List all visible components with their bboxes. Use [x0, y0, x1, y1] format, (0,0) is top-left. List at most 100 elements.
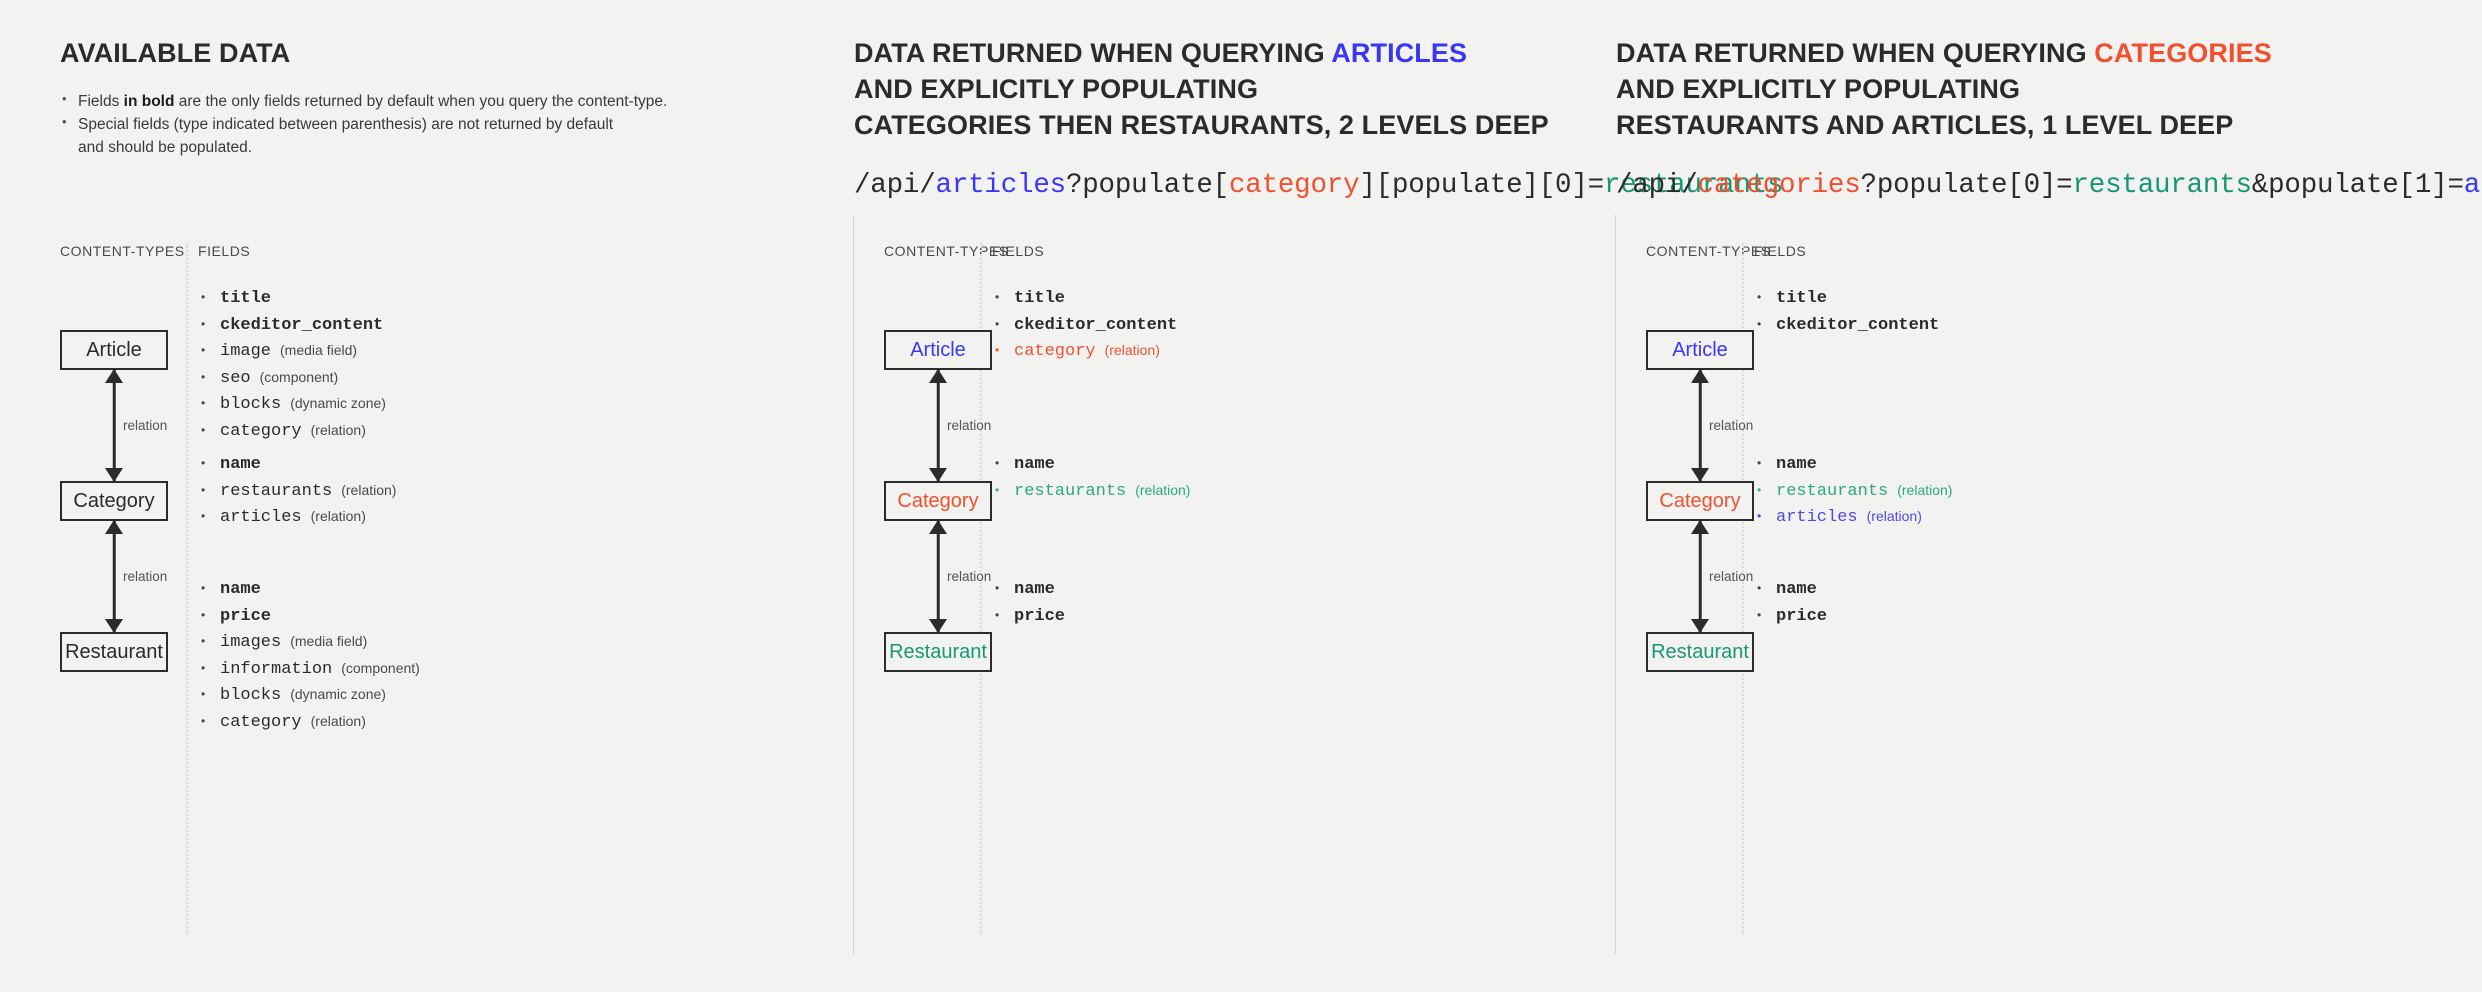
- connector-line: [936, 521, 940, 632]
- field-name: image: [220, 342, 272, 361]
- content-type-box-category[interactable]: Category: [60, 481, 168, 521]
- panel-title-line: CATEGORIES THEN RESTAURANTS, 2 LEVELS DE…: [854, 108, 1783, 144]
- field-type: (dynamic zone): [290, 686, 386, 702]
- code-token: category: [1228, 169, 1360, 201]
- field-list: nameprice images (media field) information(…: [198, 576, 420, 735]
- connector-label: relation: [1709, 569, 1754, 584]
- field-item: information(component): [198, 656, 420, 683]
- connector-label: relation: [123, 569, 168, 584]
- arrowhead-up-icon: [1691, 520, 1709, 534]
- field-list: namerestaurants(relation): [992, 451, 1190, 504]
- field-name: restaurants: [1014, 481, 1127, 501]
- connector-line: [1698, 370, 1702, 481]
- field-group-article: titleckeditor_content: [1754, 285, 1939, 338]
- field-item: price: [1754, 603, 1827, 630]
- arrowhead-down-icon: [105, 468, 123, 482]
- arrowhead-down-icon: [929, 619, 947, 633]
- caption-content-types: CONTENT-TYPES: [884, 243, 1009, 259]
- field-item: title: [198, 285, 386, 312]
- field-item: restaurants(relation): [1754, 478, 1952, 505]
- relation-connector: relation: [884, 369, 992, 482]
- field-type: (component): [341, 659, 420, 676]
- field-type: (relation): [310, 508, 366, 524]
- field-item: category(relation): [992, 338, 1177, 365]
- field-item: ckeditor_content: [1754, 312, 1939, 339]
- field-name: ckeditor_content: [220, 315, 384, 335]
- arrowhead-down-icon: [1691, 468, 1709, 482]
- field-type: (relation): [310, 712, 366, 729]
- relation-connector: relation: [884, 520, 992, 633]
- content-type-box-restaurant[interactable]: Restaurant: [1646, 632, 1754, 672]
- field-name: ckeditor_content: [1776, 315, 1940, 335]
- title-segment: CATEGORIES: [2094, 38, 2272, 68]
- panel-title: AVAILABLE DATA: [60, 36, 667, 72]
- field-item: price: [198, 603, 420, 630]
- field-item: articles(relation): [1754, 504, 1952, 531]
- relation-connector: relation: [60, 520, 168, 633]
- code-token: ][populate][0]=: [1359, 169, 1604, 201]
- legend-notes: Fields in bold are the only fields retur…: [60, 89, 667, 160]
- field-item: restaurants (relation): [198, 478, 396, 505]
- relation-connector: relation: [1646, 520, 1754, 633]
- relation-connector: relation: [1646, 369, 1754, 482]
- content-type-box-article[interactable]: Article: [884, 330, 992, 370]
- field-group-restaurant: nameprice images (media field) information(…: [198, 576, 420, 735]
- arrowhead-down-icon: [105, 619, 123, 633]
- field-name: title: [220, 289, 272, 308]
- title-segment: AVAILABLE DATA: [60, 38, 291, 68]
- field-group-article: title ckeditor_content image(media field)s…: [198, 285, 386, 444]
- field-name: name: [1776, 455, 1817, 474]
- panel-title-line: AND EXPLICITLY POPULATING: [854, 72, 1783, 108]
- field-type: (relation): [1897, 481, 1953, 498]
- code-token: ?populate[: [1065, 169, 1229, 201]
- relation-connector: relation: [60, 369, 168, 482]
- field-item: seo(component): [198, 365, 386, 392]
- arrowhead-up-icon: [929, 520, 947, 534]
- panel-title: DATA RETURNED WHEN QUERYING CATEGORIES AN…: [1616, 36, 2482, 144]
- field-list: nameprice: [992, 576, 1065, 629]
- caption-content-types: CONTENT-TYPES: [60, 243, 185, 259]
- panel-title-line: DATA RETURNED WHEN QUERYING ARTICLES: [854, 36, 1783, 72]
- caption-content-types: CONTENT-TYPES: [1646, 243, 1771, 259]
- panel-header: DATA RETURNED WHEN QUERYING CATEGORIES AN…: [1616, 36, 2482, 201]
- api-url-code: /api/articles?populate[category][populat…: [854, 170, 1783, 201]
- connector-label: relation: [947, 418, 992, 433]
- panel-title-line: AND EXPLICITLY POPULATING: [1616, 72, 2482, 108]
- field-item: image(media field): [198, 338, 386, 365]
- panel-separator: [1615, 215, 1616, 954]
- field-name: category: [220, 712, 302, 732]
- field-name: articles: [1776, 508, 1858, 527]
- content-type-box-category[interactable]: Category: [884, 481, 992, 521]
- content-type-box-article[interactable]: Article: [1646, 330, 1754, 370]
- connector-label: relation: [947, 569, 992, 584]
- code-token: /api/: [854, 169, 936, 201]
- field-item: title: [992, 285, 1177, 312]
- title-segment: CATEGORIES THEN RESTAURANTS, 2 LEVELS DE…: [854, 109, 1549, 140]
- field-group-restaurant: nameprice: [992, 576, 1065, 629]
- field-item: name: [992, 451, 1190, 478]
- arrowhead-up-icon: [1691, 369, 1709, 383]
- field-type: (media field): [290, 633, 368, 649]
- content-type-box-category[interactable]: Category: [1646, 481, 1754, 521]
- code-token: articles: [935, 169, 1067, 201]
- field-group-restaurant: nameprice: [1754, 576, 1827, 629]
- field-type: (relation): [341, 481, 397, 498]
- content-type-box-restaurant[interactable]: Restaurant: [60, 632, 168, 672]
- field-item: category(relation): [198, 418, 386, 445]
- code-token: restaurants: [1603, 169, 1784, 201]
- field-name: category: [220, 421, 302, 441]
- field-name: restaurants: [220, 481, 333, 501]
- connector-line: [112, 521, 116, 632]
- field-item: name: [198, 576, 420, 603]
- content-type-box-restaurant[interactable]: Restaurant: [884, 632, 992, 672]
- content-type-box-article[interactable]: Article: [60, 330, 168, 370]
- title-segment: DATA RETURNED WHEN QUERYING: [1616, 38, 2095, 68]
- field-name: images: [220, 633, 282, 652]
